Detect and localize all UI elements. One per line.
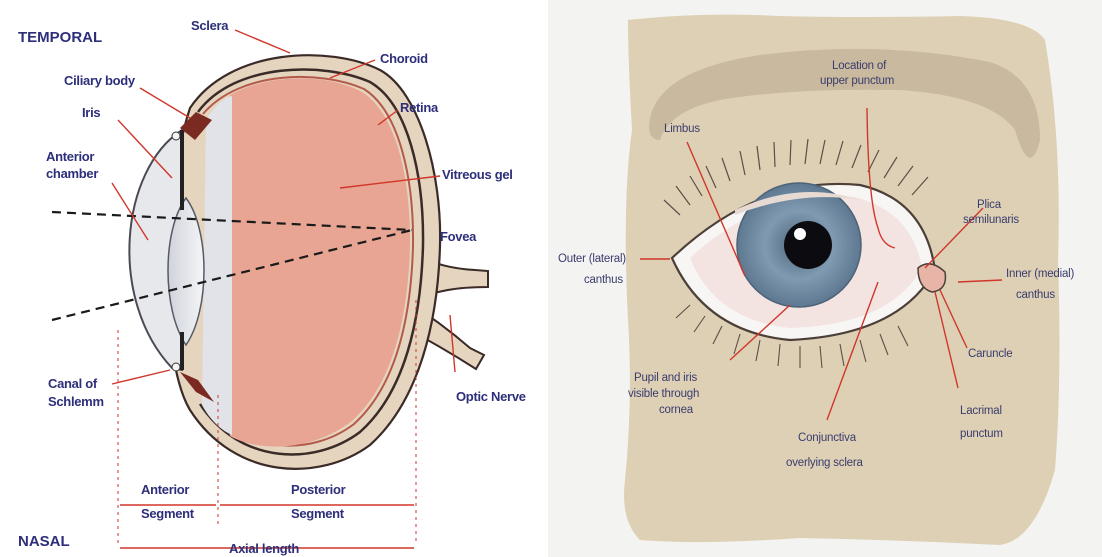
limbus-label: Limbus <box>664 123 700 135</box>
inner-canthus-label-2: canthus <box>1016 289 1055 301</box>
nasal-label: NASAL <box>18 533 70 550</box>
pupil-highlight <box>794 228 806 240</box>
inner-canthus-label-1: Inner (medial) <box>1006 268 1075 280</box>
lacrimal-label-1: Lacrimal <box>960 405 1002 417</box>
left-panel: TEMPORAL NASAL Sclera Choroid Ciliary bo… <box>0 0 548 557</box>
retina-label: Retina <box>400 100 439 115</box>
anterior-chamber-label-2: chamber <box>46 166 98 181</box>
ciliary-body-label: Ciliary body <box>64 73 136 88</box>
outer-canthus-label-2: canthus <box>584 274 623 286</box>
pupil-label-2: visible through <box>628 388 699 400</box>
conjunctiva-label-2: overlying sclera <box>786 457 863 469</box>
iris-label: Iris <box>82 105 100 120</box>
pupil <box>784 221 832 269</box>
posterior-segment-label-1: Posterior <box>291 482 346 497</box>
caruncle-label: Caruncle <box>968 348 1012 360</box>
schlemm-top <box>172 132 180 140</box>
schlemm-bottom <box>172 363 180 371</box>
location-label-1: Location of <box>832 60 887 72</box>
plica-label-2: semilunaris <box>963 214 1019 226</box>
right-panel: Location of upper punctum Limbus Plica s… <box>548 0 1102 557</box>
vitreous-gel-label: Vitreous gel <box>442 167 513 182</box>
optic-nerve-label: Optic Nerve <box>456 389 526 404</box>
ciliary-region <box>202 96 232 435</box>
sclera-label: Sclera <box>191 18 229 33</box>
axial-length-label: Axial length <box>229 541 299 556</box>
location-label-2: upper punctum <box>820 75 894 87</box>
anterior-chamber-label-1: Anterior <box>46 149 94 164</box>
canal-label-1: Canal of <box>48 376 98 391</box>
anterior-segment-label-1: Anterior <box>141 482 189 497</box>
anterior-segment-label-2: Segment <box>141 506 195 521</box>
canal-label-2: Schlemm <box>48 394 104 409</box>
pupil-label-3: cornea <box>659 404 694 416</box>
temporal-label: TEMPORAL <box>18 29 102 46</box>
choroid-label: Choroid <box>380 51 428 66</box>
plica-label-1: Plica <box>977 199 1002 211</box>
posterior-segment-label-2: Segment <box>291 506 345 521</box>
pupil-label-1: Pupil and iris <box>634 372 697 384</box>
lacrimal-label-2: punctum <box>960 428 1003 440</box>
conjunctiva-label-1: Conjunctiva <box>798 432 857 444</box>
outer-canthus-label-1: Outer (lateral) <box>558 253 626 265</box>
fovea-label: Fovea <box>440 229 477 244</box>
